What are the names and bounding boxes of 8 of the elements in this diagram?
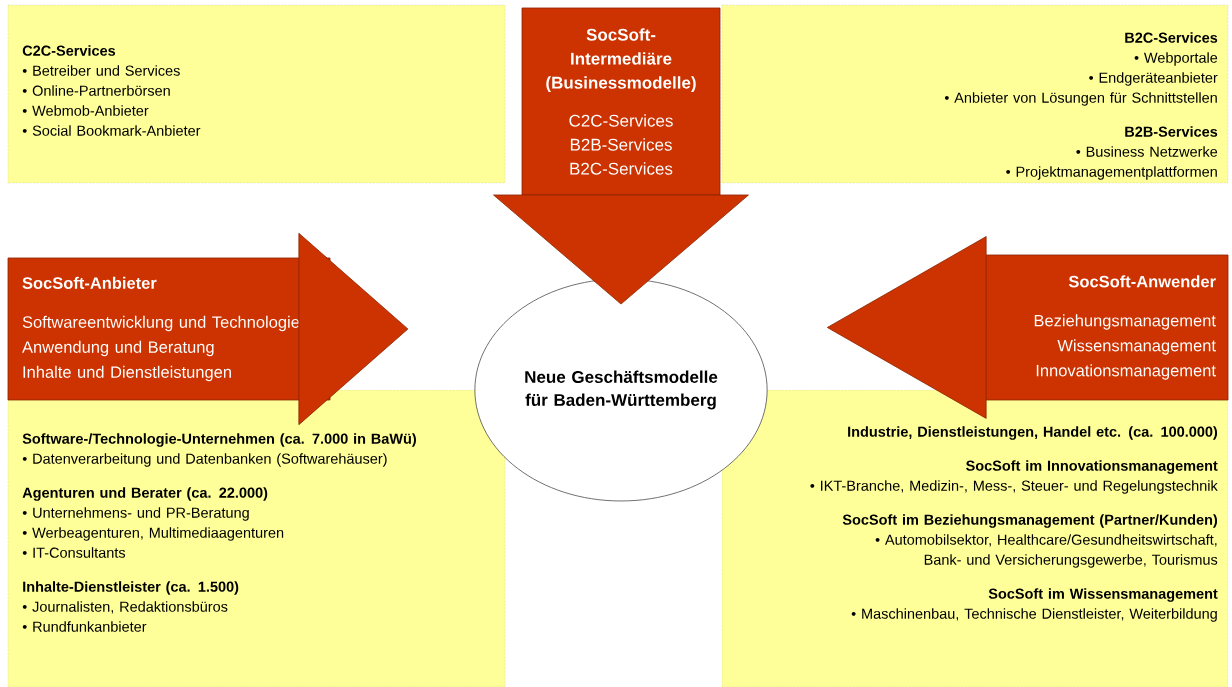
info-panel: B2C-Services • Webportale • Endgeräteanbieter • Anbieter von Lösungen für Schnittstellen B2B-Services • Business Netzwerke • Projektmanagementplattformen (721, 4, 1229, 184)
arrow-shaft: SocSoft-Intermediäre (Businessmodelle) C2C-Services B2B-Services B2C-Services (521, 7, 721, 196)
arrow-head (826, 236, 987, 419)
info-panel: Industrie, Dienstleistungen, Handel etc. (ca. 100.000) SocSoft im Innovationsmanagement • IKT-Branche, Medizin-, Mess-, Steuer- und Regelungstechnik SocSoft im Beziehungsmanagement (Partner/Kunden) • Automobilsektor, Healthcare/Gesundheitswirtschaft, Bank- und Versicherungsgewerbe, Tourismus SocSoft im Wissensmanagement • Maschinenbau, Technische Dienstleister, Weiterbildung (721, 389, 1229, 687)
info-panel: Software-/Technologie-Unternehmen (ca. 7.000 in BaWü) • Datenverarbeitung und Datenbanken (Softwarehäuser) Agenturen und Berater (ca. 22.000) • Unternehmens- und PR-Beratung • Werbeagenturen, Multimediaagenturen • IT-Consultants Inhalte-Dienstleister (ca. 1.500) • Journalisten, Redaktionsbüros • Rundfunkanbieter (7, 389, 506, 687)
arrow-head (298, 232, 409, 426)
info-panel: C2C-Services • Betreiber und Services • Online-Partnerbörsen • Webmob-Anbieter • Social Bookmark-Anbieter (7, 4, 506, 184)
arrow-head (493, 194, 749, 305)
